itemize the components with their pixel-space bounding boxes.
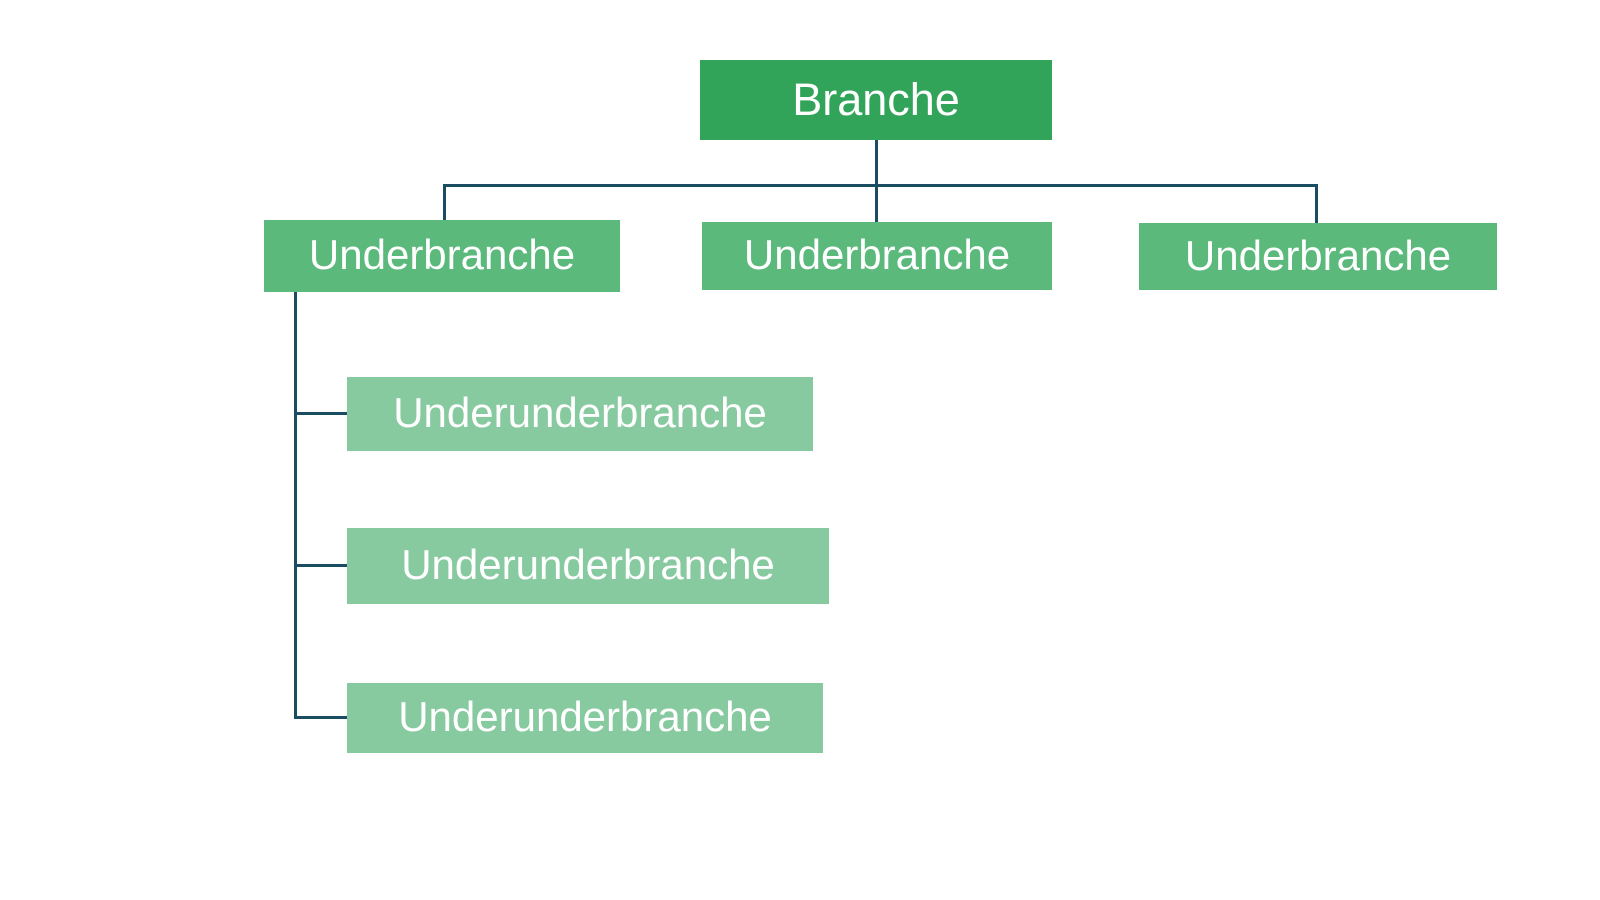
node-label: Branche bbox=[792, 73, 960, 125]
node-label: Underunderbranche bbox=[401, 541, 775, 588]
connector-child3-drop bbox=[1315, 184, 1318, 223]
node-underbranche-2[interactable]: Underbranche bbox=[702, 222, 1052, 290]
connector-subtree-trunk bbox=[294, 292, 297, 719]
node-label: Underunderbranche bbox=[393, 389, 767, 436]
node-label: Underunderbranche bbox=[398, 693, 772, 740]
node-underbranche-3[interactable]: Underbranche bbox=[1139, 223, 1497, 290]
node-underunderbranche-1[interactable]: Underunderbranche bbox=[347, 377, 813, 451]
node-label: Underbranche bbox=[308, 231, 576, 278]
node-label: Underbranche bbox=[743, 231, 1011, 278]
connector-root-drop bbox=[875, 140, 878, 187]
connector-horizontal-rail bbox=[443, 184, 1318, 187]
node-label: Underbranche bbox=[1184, 231, 1452, 279]
connector-child2-drop bbox=[875, 184, 878, 222]
connector-grandchild2-stub bbox=[294, 564, 347, 567]
node-branche-root[interactable]: Branche bbox=[700, 60, 1052, 140]
node-underunderbranche-3[interactable]: Underunderbranche bbox=[347, 683, 823, 753]
connector-child1-drop bbox=[443, 184, 446, 220]
connector-grandchild1-stub bbox=[294, 412, 347, 415]
node-underbranche-1[interactable]: Underbranche bbox=[264, 220, 620, 292]
connector-grandchild3-stub bbox=[294, 716, 347, 719]
node-underunderbranche-2[interactable]: Underunderbranche bbox=[347, 528, 829, 604]
